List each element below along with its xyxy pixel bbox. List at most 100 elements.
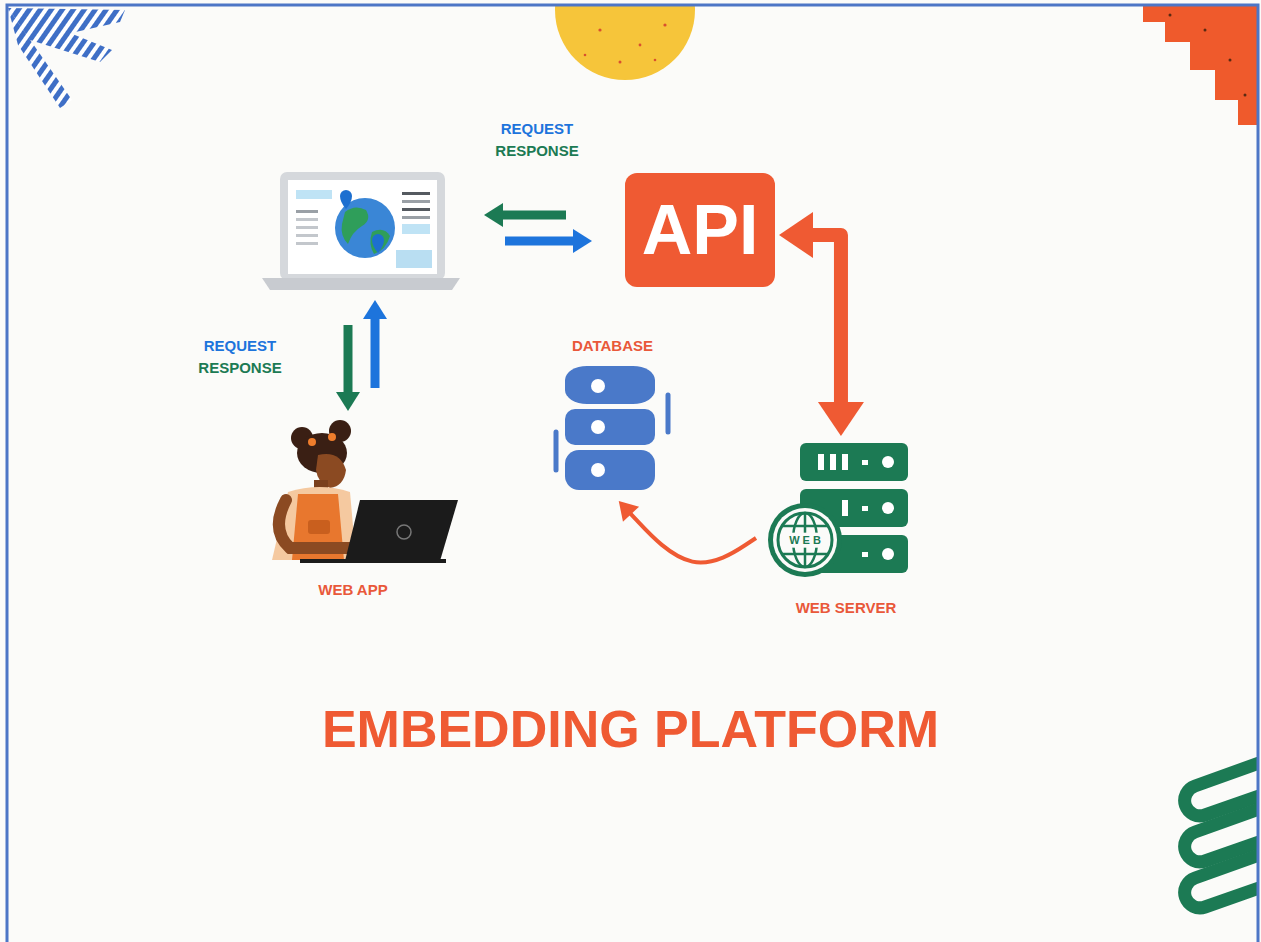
laptop-base — [300, 559, 446, 563]
server-slot — [818, 454, 824, 470]
server-light — [882, 456, 894, 468]
apron-pocket — [308, 520, 330, 534]
person-illustration — [272, 420, 458, 561]
laptop-screen — [288, 180, 437, 274]
connector — [779, 212, 864, 436]
speckle — [1169, 14, 1172, 17]
arrow-head — [619, 501, 639, 522]
screen-panel — [296, 190, 332, 199]
component-node: WEB APP — [253, 418, 453, 600]
speckle — [1204, 29, 1207, 32]
speckle — [1244, 94, 1247, 97]
component-label: WEB APP — [318, 581, 387, 598]
connector-line — [806, 235, 841, 409]
globe-parallel — [782, 553, 828, 556]
sun-circle — [555, 6, 695, 80]
screen-line — [296, 242, 318, 245]
flow-label: REQUEST — [501, 120, 574, 137]
database-segment — [565, 409, 655, 445]
database-bracket — [666, 395, 671, 432]
server-unit — [800, 443, 908, 481]
process-box: API — [625, 173, 775, 287]
laptop-icon — [262, 172, 460, 290]
component-label: WEB SERVER — [796, 599, 897, 616]
arm — [279, 500, 352, 548]
arrow-head — [484, 203, 503, 227]
speckle — [1229, 59, 1232, 62]
map-pin — [340, 190, 352, 209]
diagram-title: EMBEDDING PLATFORM — [0, 699, 1261, 759]
server-dot — [862, 460, 868, 465]
screen-panel — [396, 250, 432, 268]
database-bracket — [554, 432, 559, 470]
server-light — [882, 548, 894, 560]
database-segment — [565, 366, 655, 404]
screen-line — [402, 208, 430, 211]
database-icon — [556, 366, 668, 490]
screen-line — [402, 216, 430, 219]
flow-label: RESPONSE — [495, 142, 578, 159]
arrow-line — [344, 325, 353, 395]
flow-label: REQUEST — [204, 337, 277, 354]
server-dot — [862, 552, 868, 557]
speckle — [598, 28, 601, 31]
screen-line — [296, 234, 318, 237]
globe-parallel — [782, 525, 828, 528]
decorations — [8, 6, 1258, 908]
map-pin — [372, 234, 384, 253]
icon-text: WEB — [786, 533, 824, 548]
laptop-logo — [397, 525, 411, 539]
arrow-head — [363, 300, 387, 319]
web-server-icon — [768, 443, 908, 577]
loop-decoration — [1185, 854, 1258, 908]
globe — [335, 198, 395, 258]
globe-ring — [768, 503, 842, 577]
speckle — [663, 23, 666, 26]
database-light — [591, 463, 605, 477]
speckle — [584, 54, 587, 57]
laptop-lid — [345, 500, 458, 561]
stepped-shape — [1143, 6, 1258, 125]
server-slot — [830, 454, 836, 470]
connector — [619, 501, 756, 562]
burst-ray — [8, 8, 72, 108]
continent — [370, 230, 390, 254]
database-segment — [565, 450, 655, 490]
arrow-line — [371, 316, 380, 388]
continent — [342, 207, 369, 244]
laptop-frame — [280, 172, 445, 280]
globe-outline — [778, 513, 832, 567]
arrow-head — [818, 402, 864, 436]
screen-line — [296, 210, 318, 213]
screen-line — [296, 226, 318, 229]
speckle — [654, 59, 657, 62]
connector-line — [629, 512, 756, 563]
box-label: API — [642, 190, 759, 271]
component-label: DATABASE — [572, 337, 653, 354]
hair-tie — [328, 433, 336, 441]
screen-line — [402, 200, 430, 203]
speckle — [619, 61, 622, 64]
arrow-head — [336, 392, 360, 411]
request-response-arrows — [336, 203, 592, 411]
server-dot — [862, 506, 868, 511]
component-node: DATABASE — [550, 335, 675, 495]
database-light — [591, 379, 605, 393]
globe-face — [773, 508, 837, 572]
screen-line — [402, 192, 430, 195]
frame — [7, 5, 1258, 942]
arrow-head — [779, 212, 813, 258]
server-light — [882, 502, 894, 514]
arrow-line — [500, 211, 566, 220]
speckle — [639, 44, 642, 47]
component-node: WEB SERVER — [762, 440, 930, 618]
flow-label: RESPONSE — [198, 359, 281, 376]
hair-tie — [308, 438, 316, 446]
laptop-base — [262, 278, 460, 290]
arrow-line — [505, 237, 576, 246]
arrow-head — [573, 229, 592, 253]
